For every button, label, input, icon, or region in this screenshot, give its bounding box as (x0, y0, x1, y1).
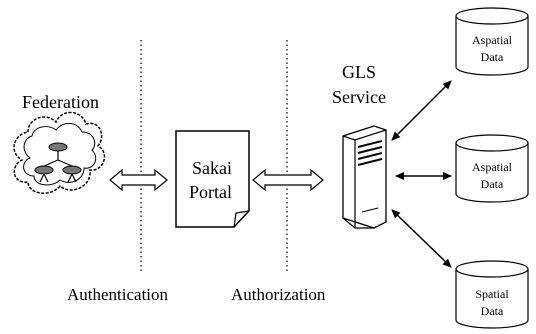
portal-gls-link (252, 168, 324, 192)
server-icon (342, 125, 387, 229)
data-store-2: Aspatial Data (455, 134, 529, 203)
store-2-line1: Aspatial (472, 160, 513, 174)
authorization-label: Authorization (231, 285, 326, 304)
store-1-line2: Data (481, 50, 504, 64)
gls-store1-link (391, 80, 452, 141)
federation-label: Federation (22, 92, 99, 112)
federation-portal-link (109, 168, 168, 192)
authentication-label: Authentication (67, 285, 169, 304)
federation-cloud-icon (13, 111, 106, 194)
data-store-3: Spatial Data (455, 260, 529, 329)
store-1-line1: Aspatial (472, 33, 513, 47)
store-3-line1: Spatial (475, 287, 509, 301)
store-2-line2: Data (481, 177, 504, 191)
store-3-line2: Data (481, 304, 504, 318)
portal-label-line1: Sakai (192, 158, 232, 178)
data-store-1: Aspatial Data (455, 7, 529, 76)
gls-label-line2: Service (332, 87, 386, 107)
portal-document-icon (175, 130, 250, 228)
gls-label-line1: GLS (342, 62, 376, 82)
portal-label-line2: Portal (189, 182, 232, 202)
gls-store3-link (391, 209, 452, 268)
